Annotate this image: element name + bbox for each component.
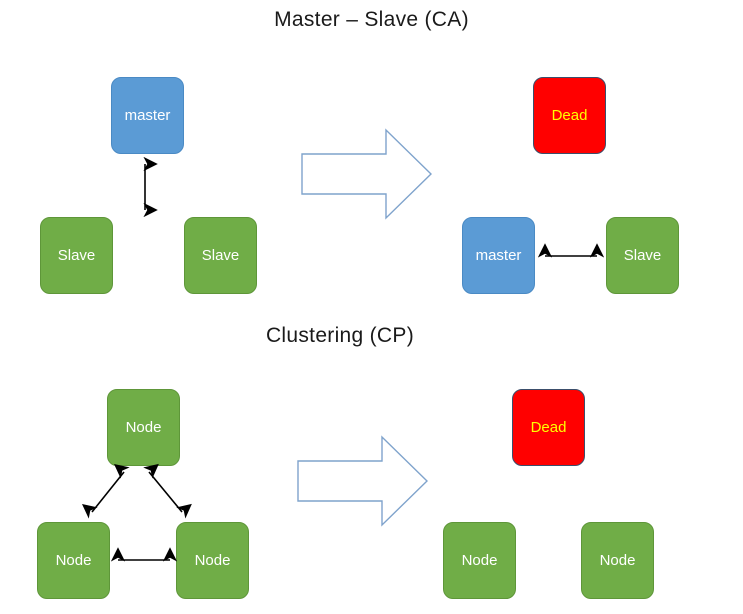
node-label: Slave (57, 247, 96, 264)
node-master-top: master (111, 77, 184, 154)
node-label: master (124, 107, 171, 124)
connector-master-to-slave-vertical (143, 156, 158, 218)
node-cluster-survivor-right: Node (581, 522, 654, 599)
node-label: Dead (551, 107, 588, 124)
node-cluster-right: Node (176, 522, 249, 599)
node-label: Node (599, 552, 636, 569)
section-title-clustering: Clustering (CP) (265, 324, 415, 347)
node-label: Node (125, 419, 162, 436)
connector-master-to-slave-horizontal (537, 243, 605, 258)
node-label: Node (194, 552, 231, 569)
node-dead-top: Dead (533, 77, 606, 154)
node-slave-right: Slave (184, 217, 257, 294)
node-cluster-left: Node (37, 522, 110, 599)
node-label: Slave (201, 247, 240, 264)
node-cluster-dead: Dead (512, 389, 585, 466)
node-slave-left: Slave (40, 217, 113, 294)
node-slave-survivor: Slave (606, 217, 679, 294)
node-cluster-survivor-left: Node (443, 522, 516, 599)
node-cluster-top: Node (107, 389, 180, 466)
node-master-promoted: master (462, 217, 535, 294)
node-label: Slave (623, 247, 662, 264)
transition-block-arrow-icon-top (301, 128, 433, 220)
node-label: Node (461, 552, 498, 569)
transition-block-arrow-icon-bottom (297, 435, 429, 527)
node-label: Dead (530, 419, 567, 436)
node-label: master (475, 247, 522, 264)
section-title-master-slave: Master – Slave (CA) (274, 8, 469, 31)
node-label: Node (55, 552, 92, 569)
